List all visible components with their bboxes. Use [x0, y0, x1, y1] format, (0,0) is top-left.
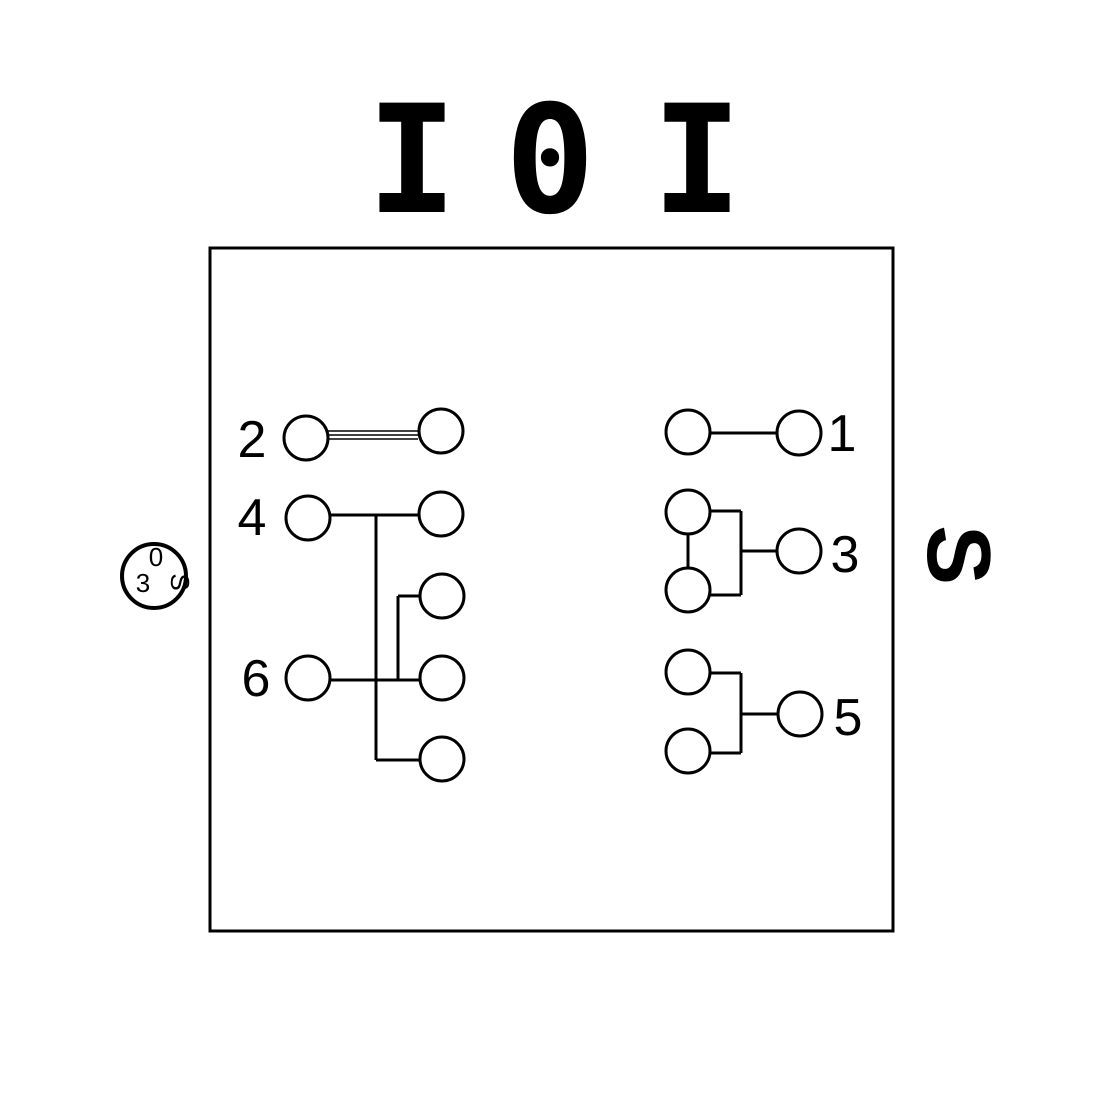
- terminal-4-contact: [417, 490, 465, 538]
- position-label-left: I: [367, 74, 457, 248]
- terminal-label-5: 5: [834, 689, 863, 747]
- terminal-right-contact-5: [664, 727, 712, 775]
- terminal-3: [775, 527, 823, 575]
- terminal-6: [284, 654, 332, 702]
- terminal-label-4: 4: [238, 489, 267, 547]
- terminal-right-contact-3: [664, 566, 712, 614]
- terminal-6-contact: [418, 654, 466, 702]
- terminal-left-contact-5: [418, 735, 466, 783]
- wire-2-link: [328, 430, 418, 440]
- terminal-2: [282, 414, 330, 462]
- terminal-5: [776, 690, 824, 738]
- terminal-label-2: 2: [238, 411, 267, 469]
- terminal-right-contact-4: [664, 648, 712, 696]
- terminal-label-3: 3: [831, 526, 860, 584]
- terminal-right-contact-2: [664, 488, 712, 536]
- side-label: S: [908, 525, 1008, 585]
- terminal-label-6: 6: [242, 650, 271, 708]
- badge-circle: [120, 542, 188, 610]
- switch-body-outline: [208, 246, 895, 933]
- terminal-label-1: 1: [828, 405, 857, 463]
- terminal-4: [284, 494, 332, 542]
- badge-text-top: 0: [149, 542, 163, 572]
- position-label-right: I: [652, 74, 742, 248]
- terminal-right-contact-1: [664, 408, 712, 456]
- terminal-2-contact: [417, 407, 465, 455]
- switch-type-badge: 0 3 S: [120, 542, 195, 610]
- badge-text-bottom-left: 3: [136, 568, 150, 598]
- position-label-center: 0: [505, 74, 595, 248]
- badge-text-bottom-right: S: [165, 573, 195, 590]
- terminal-1: [775, 409, 823, 457]
- terminal-left-contact-3: [418, 572, 466, 620]
